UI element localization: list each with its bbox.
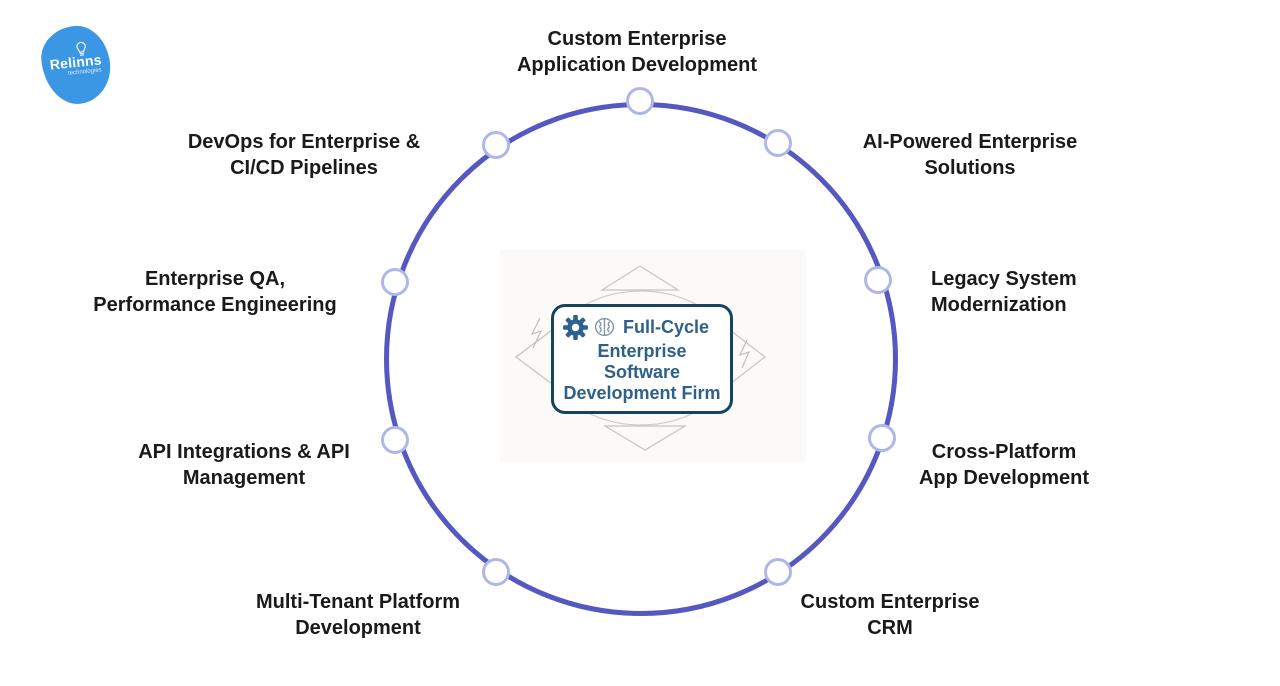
label-ai-solutions: AI-Powered Enterprise Solutions: [862, 131, 1078, 179]
center-title-card: Full-Cycle Enterprise Software Developme…: [551, 304, 733, 414]
label-custom-app-dev: Custom Enterprise Application Developmen…: [516, 28, 758, 76]
node-legacy-modern: [864, 266, 892, 294]
center-title-line4: Development Firm: [563, 383, 721, 403]
node-custom-crm: [764, 558, 792, 586]
node-multi-tenant: [482, 558, 510, 586]
gear-icon: [563, 315, 588, 340]
relinns-logo: Relinns technologies: [38, 22, 114, 108]
node-ai-solutions: [764, 129, 792, 157]
label-api-management: API Integrations & API Management: [138, 441, 350, 489]
label-enterprise-qa: Enterprise QA, Performance Engineering: [93, 268, 337, 316]
node-api-management: [381, 426, 409, 454]
compass-arrows-decoration: [515, 265, 766, 451]
label-legacy-modern: Legacy System Modernization: [931, 268, 1077, 316]
center-title-line2: Enterprise: [597, 341, 687, 361]
node-custom-app-dev: [626, 87, 654, 115]
label-custom-crm: Custom Enterprise CRM: [800, 591, 980, 639]
label-cross-platform: Cross-Platform App Development: [918, 441, 1090, 489]
center-title-line3: Software: [603, 362, 681, 382]
node-cross-platform: [868, 424, 896, 452]
brain-icon: [594, 317, 615, 336]
node-enterprise-qa: [381, 268, 409, 296]
lightbulb-icon: [76, 41, 86, 56]
node-devops-cicd: [482, 131, 510, 159]
label-multi-tenant: Multi-Tenant Platform Development: [255, 591, 461, 639]
label-devops-cicd: DevOps for Enterprise & CI/CD Pipelines: [187, 131, 421, 179]
center-title-line1: Full-Cycle: [623, 317, 710, 337]
